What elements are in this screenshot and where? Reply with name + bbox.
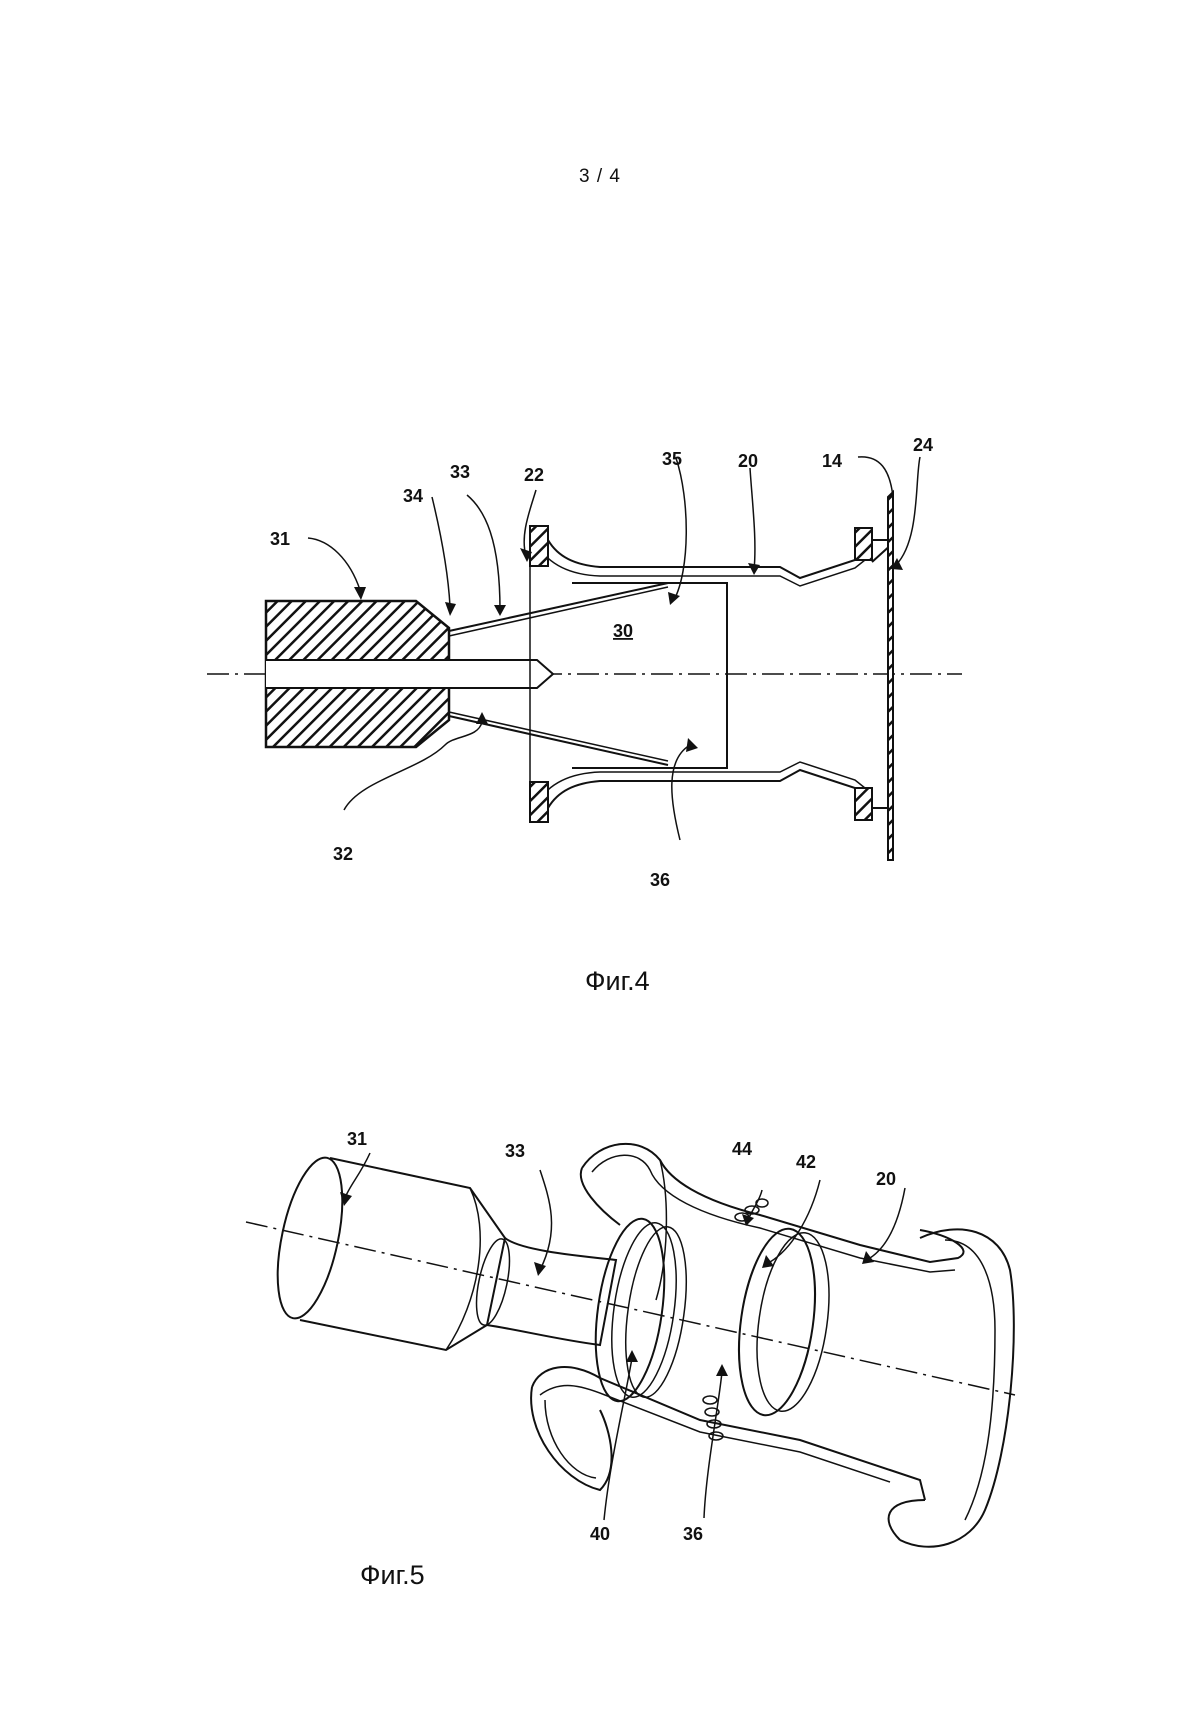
fig5-bowl-shell-upper	[581, 1142, 965, 1264]
fig4-flange-22-lower	[529, 781, 549, 823]
fig5-label-36: 36	[683, 1524, 703, 1544]
figure-4-caption: Фиг.4	[585, 966, 650, 996]
fig5-center-axis	[245, 1221, 1016, 1396]
figure-5-caption: Фиг.5	[360, 1560, 425, 1590]
fig4-injector-nozzle	[266, 659, 555, 689]
fig5-label-20: 20	[876, 1169, 896, 1189]
fig4-label-20: 20	[738, 451, 758, 471]
page-number: 3 / 4	[579, 166, 621, 187]
figure-4: 31 34 33 22 35 20 14 24 30 32 36	[207, 435, 962, 890]
fig4-swirler-30	[572, 582, 728, 769]
fig5-bowl-shell-lower	[531, 1366, 926, 1501]
fig5-injector-body	[299, 1157, 507, 1352]
fig4-label-22: 22	[524, 465, 544, 485]
fig4-spray-cone-lower	[448, 715, 669, 766]
fig5-swirler-rear	[738, 1227, 816, 1417]
fig5-label-44: 44	[732, 1139, 752, 1159]
fig4-label-34: 34	[403, 486, 423, 506]
fig5-label-31: 31	[347, 1129, 367, 1149]
fig5-outer-flange	[899, 1228, 1015, 1548]
fig4-label-30: 30	[613, 621, 633, 641]
fig5-nozzle-neck	[486, 1237, 618, 1347]
fig5-label-33: 33	[505, 1141, 525, 1161]
figure-5: 31 33 44 42 20 40 36	[245, 1129, 1016, 1548]
fig5-label-42: 42	[796, 1152, 816, 1172]
fig4-label-32: 32	[333, 844, 353, 864]
fig4-label-35: 35	[662, 449, 682, 469]
fig4-label-14: 14	[822, 451, 842, 471]
fig4-label-33: 33	[450, 462, 470, 482]
fig4-label-31: 31	[270, 529, 290, 549]
fig4-bowl-wall-upper	[530, 525, 869, 580]
fig5-hole-lower	[702, 1395, 718, 1405]
fig5-label-40: 40	[590, 1524, 610, 1544]
fig4-spray-cone-upper	[448, 582, 669, 632]
fig4-bowl-wall-lower	[530, 768, 869, 823]
fig4-label-24: 24	[913, 435, 933, 455]
fig4-label-36: 36	[650, 870, 670, 890]
fig5-swirler-front	[594, 1217, 666, 1403]
fig4-flange-22-upper	[529, 525, 549, 567]
